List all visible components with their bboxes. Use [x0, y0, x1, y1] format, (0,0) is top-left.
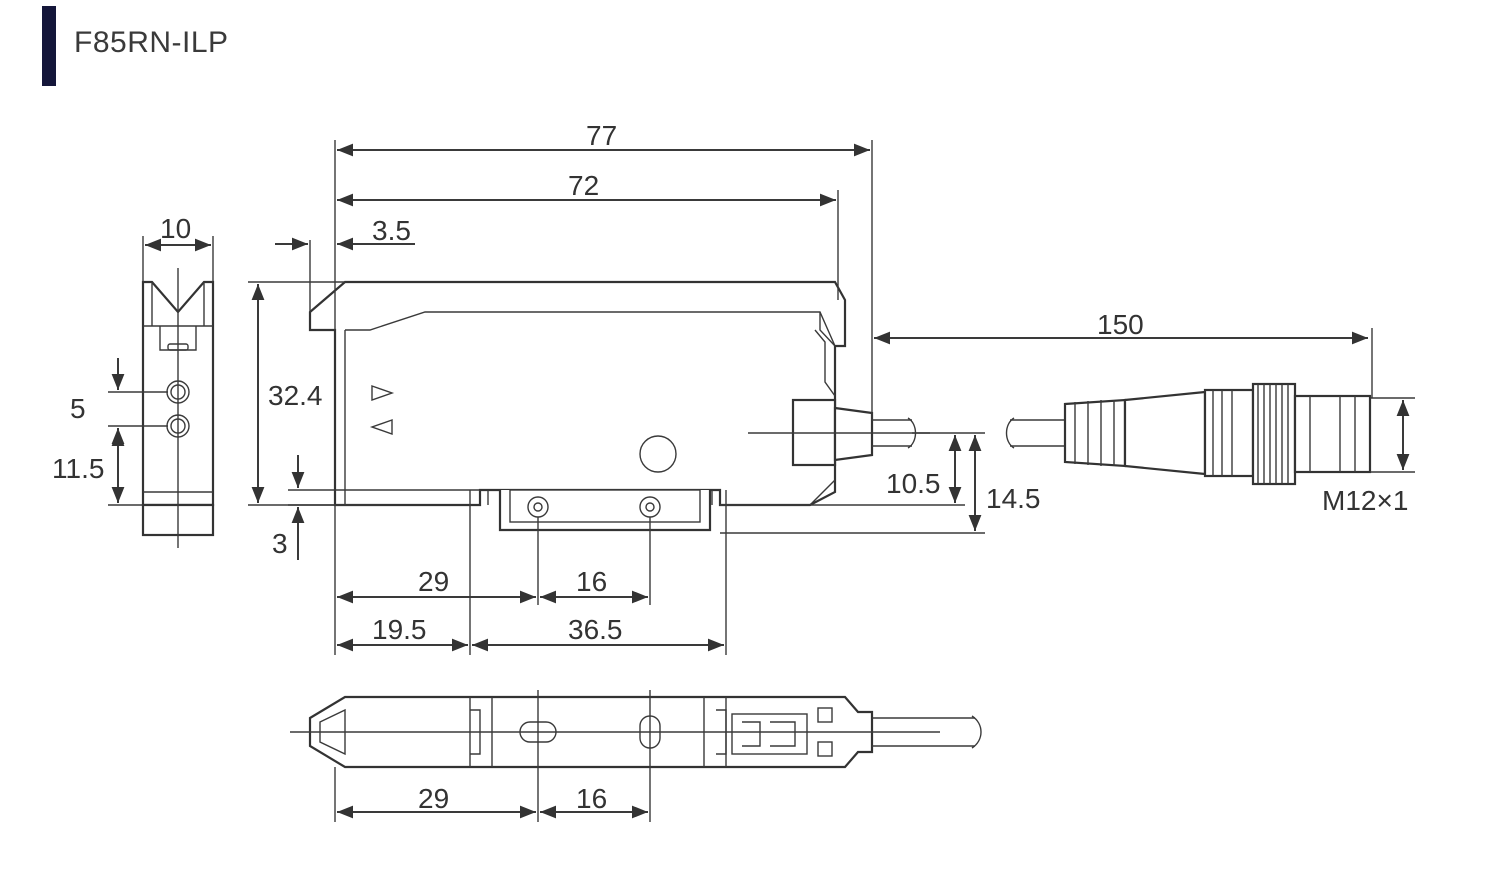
dim-hole-pos-front: 29	[418, 566, 449, 597]
dim-height: 32.4	[268, 380, 323, 411]
dim-side-width: 10	[160, 213, 191, 244]
side-view	[108, 236, 215, 548]
page-title: F85RN-ILP	[74, 26, 229, 59]
dim-body-length: 72	[568, 170, 599, 201]
dim-hole-pitch-front: 16	[576, 566, 607, 597]
front-view	[308, 280, 1065, 532]
dim-front-offset: 3.5	[372, 215, 411, 246]
dim-base-offset: 3	[272, 528, 288, 559]
dim-rail-offset: 19.5	[372, 614, 427, 645]
bottom-view	[290, 690, 982, 822]
dim-cable-height: 10.5	[886, 468, 941, 499]
dim-connector-thread: M12×1	[1322, 485, 1408, 516]
m12-connector	[1063, 382, 1415, 486]
dim-cable-total-height: 14.5	[986, 483, 1041, 514]
dim-hole-pos-bottom: 29	[418, 783, 449, 814]
dim-rail-width: 36.5	[568, 614, 623, 645]
dim-overall-length: 77	[586, 120, 617, 151]
dim-led-pitch: 5	[70, 393, 86, 424]
dimension-lines	[248, 140, 1373, 655]
title-accent-bar	[42, 6, 56, 86]
dim-led-height: 11.5	[52, 453, 104, 484]
dim-cable-length: 150	[1097, 309, 1144, 340]
dim-hole-pitch-bottom: 16	[576, 783, 607, 814]
